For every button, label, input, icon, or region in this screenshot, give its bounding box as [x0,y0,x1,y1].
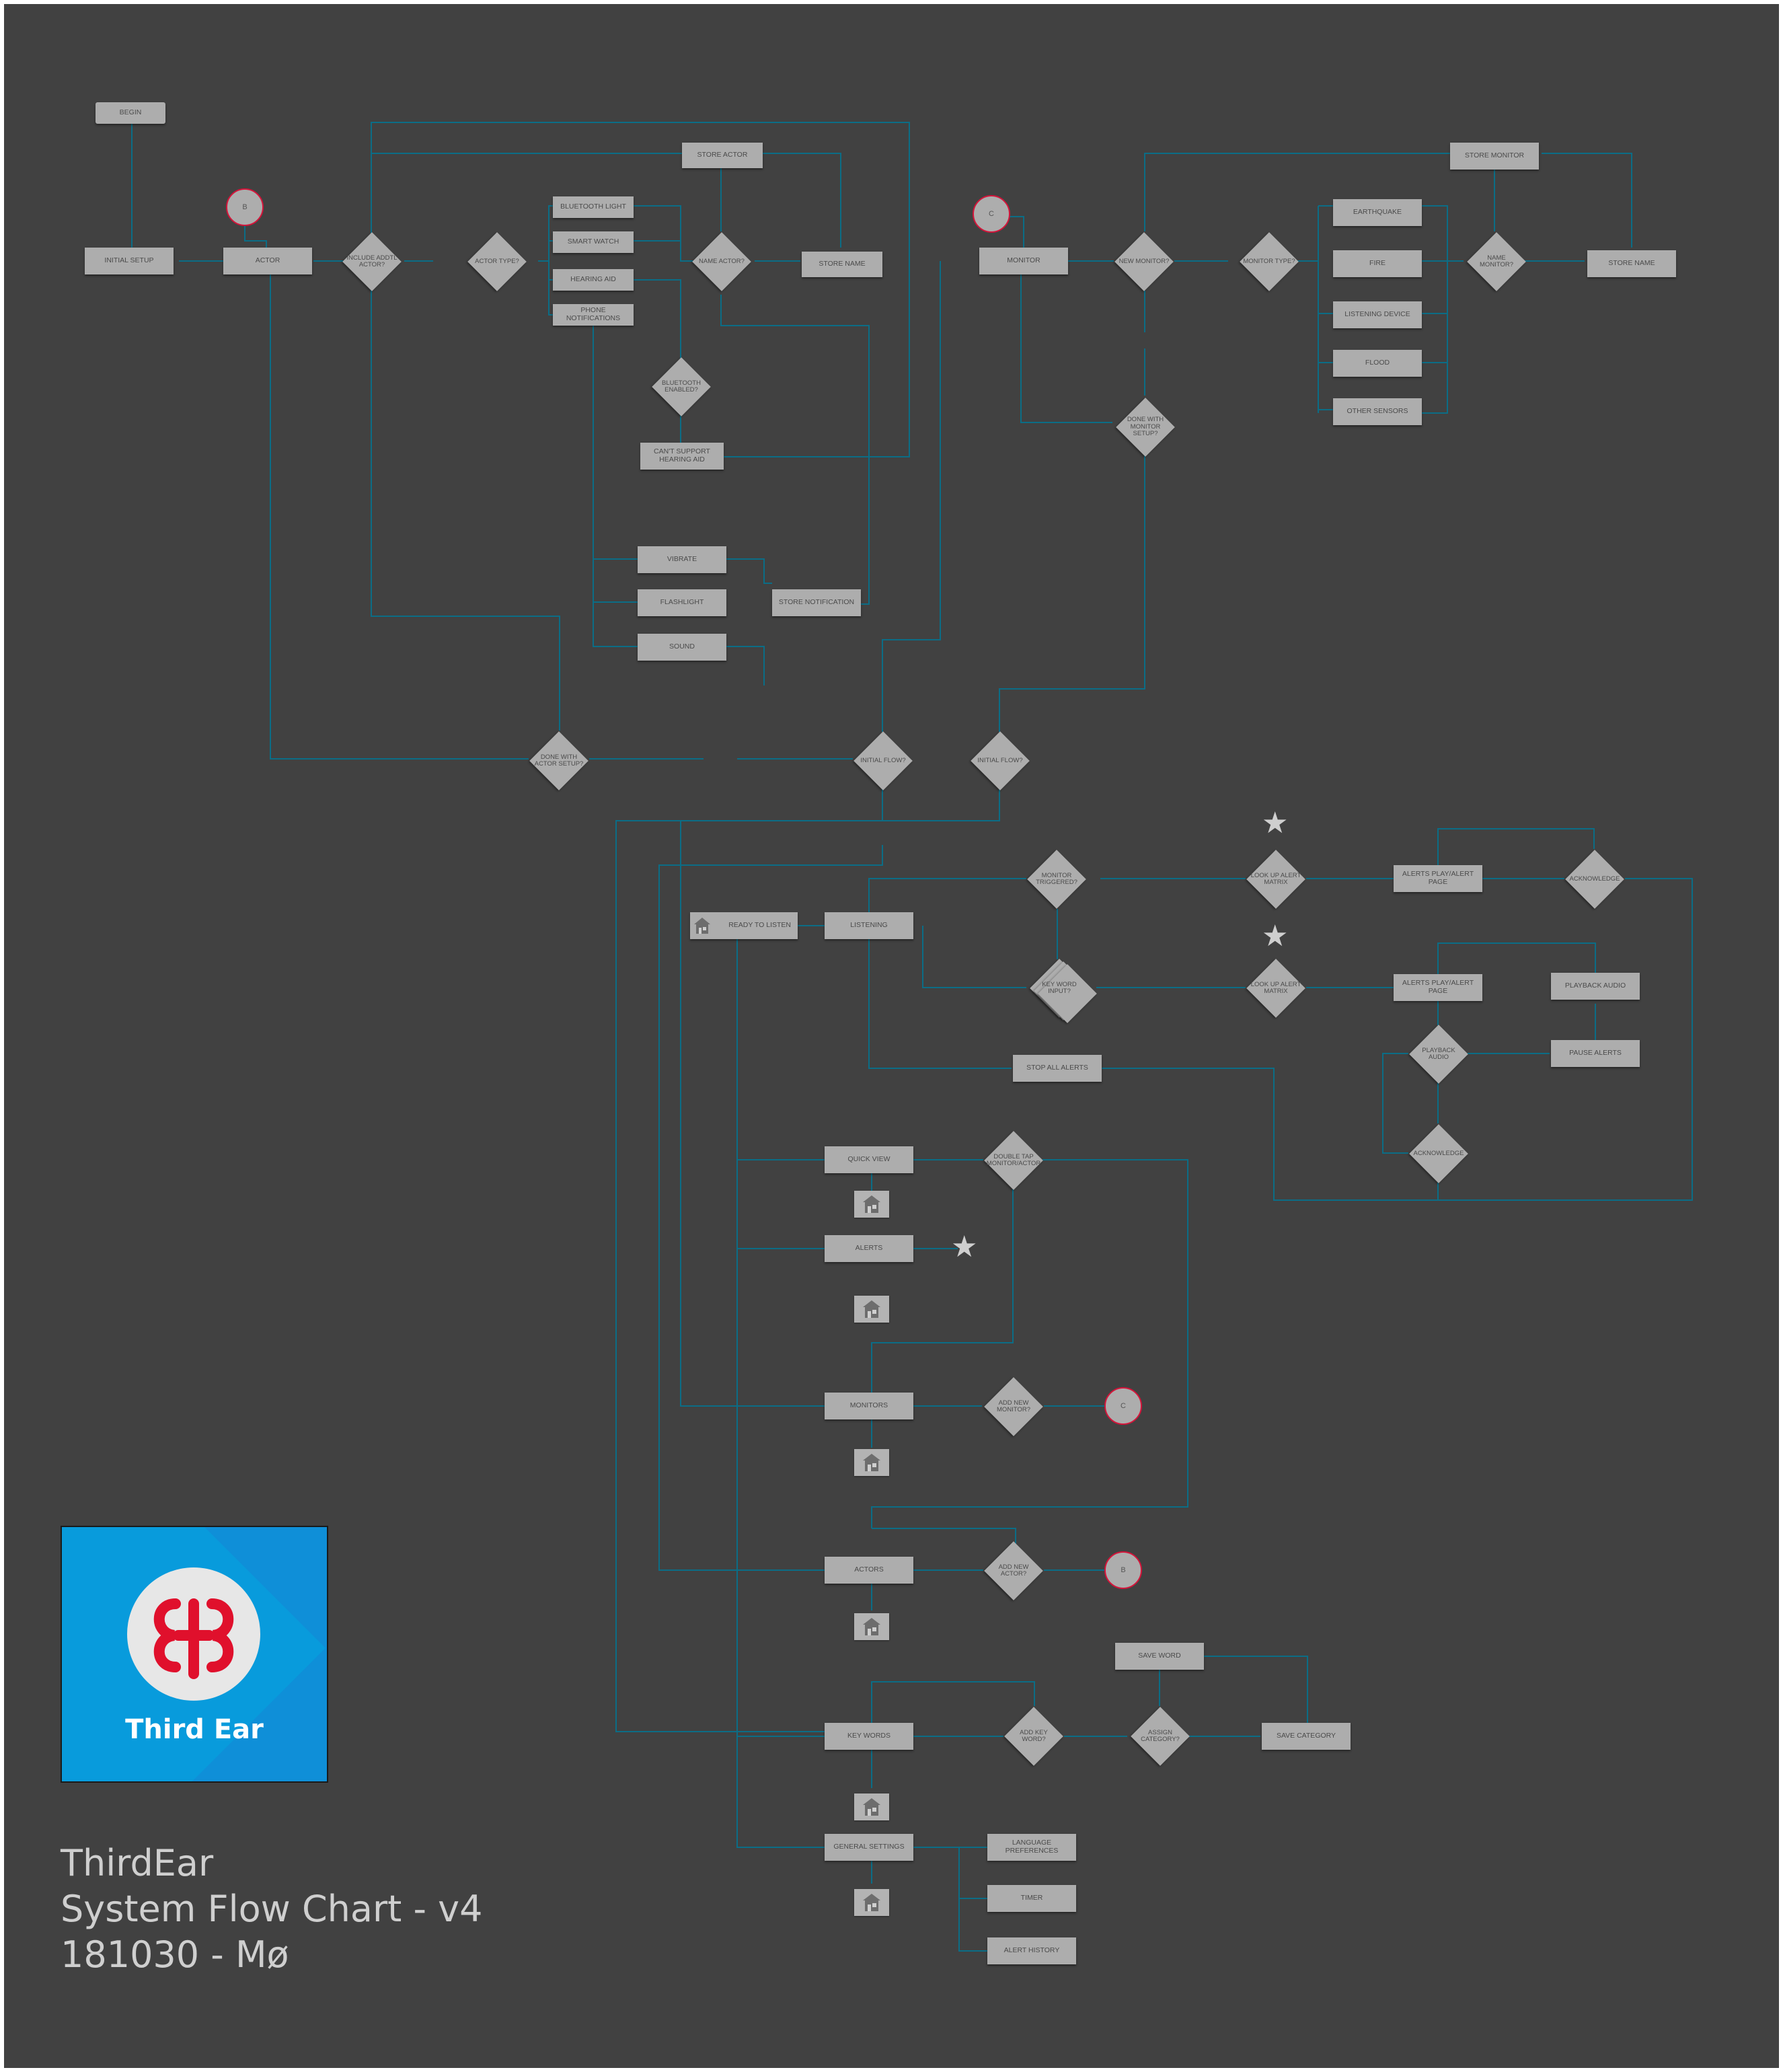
actors-node: ACTORS [825,1557,913,1584]
quick-view-node: QUICK VIEW [825,1146,913,1173]
acknowledge-decision-1: ACKNOWLEDGE [1564,849,1625,910]
ref-c-connector: C [973,195,1010,233]
add-new-monitor-decision: ADD NEW MONITOR? [983,1376,1044,1437]
home-icon [854,1296,889,1323]
initial-flow-decision-2: INITIAL FLOW? [970,731,1030,791]
initial-setup-node: INITIAL SETUP [85,248,174,274]
timer-node: TIMER [987,1885,1076,1912]
stop-all-alerts-node: STOP ALL ALERTS [1013,1055,1102,1082]
playback-audio-node: PLAYBACK AUDIO [1551,973,1640,1000]
sound-node: SOUND [638,634,726,661]
general-settings-node: GENERAL SETTINGS [825,1834,913,1861]
flashlight-node: FLASHLIGHT [638,589,726,616]
flood-node: FLOOD [1333,350,1422,377]
chart-title: ThirdEar [61,1842,214,1884]
home-icon [854,1449,889,1476]
vibrate-node: VIBRATE [638,546,726,573]
store-name-monitor-node: STORE NAME [1587,250,1676,277]
home-icon [854,1889,889,1916]
store-monitor-node: STORE MONITOR [1450,143,1539,170]
home-icon [693,915,712,936]
actor-node: ACTOR [223,248,312,274]
ref-b-connector: B [226,188,264,226]
add-key-word-decision: ADD KEY WORD? [1003,1706,1064,1767]
third-ear-logo-mark [153,1598,234,1679]
connector-lines [131,122,1693,1952]
double-tap-decision: DOUBLE TAP MONITOR/ACTOR [983,1130,1044,1191]
home-icon [854,1191,889,1218]
phone-notifications-node: PHONE NOTIFICATIONS [553,304,634,326]
home-icon [854,1613,889,1640]
look-up-alert-matrix-decision-1: LOOK UP ALERT MATRIX [1246,849,1306,910]
name-monitor-decision: NAME MONITOR? [1466,231,1527,292]
key-word-input-decision: KEY WORD INPUT? [1029,958,1097,1023]
ready-to-listen-label: READY TO LISTEN [728,921,791,930]
name-actor-decision: NAME ACTOR? [691,231,752,292]
bluetooth-enabled-decision: BLUETOOTH ENABLED? [651,357,712,417]
done-monitor-setup-decision: DONE WITH MONITOR SETUP? [1115,397,1176,457]
star-icon: ★ [951,1230,978,1263]
store-name-actor-node: STORE NAME [802,252,882,277]
include-addtl-actor-decision: INCLUDE ADDTL ACTOR? [342,231,402,292]
new-monitor-decision: NEW MONITOR? [1114,231,1174,292]
store-actor-node: STORE ACTOR [682,143,763,168]
star-icon: ★ [1262,807,1289,840]
listening-node: LISTENING [825,912,913,939]
alerts-play-page-node-1: ALERTS PLAY/ALERT PAGE [1394,865,1482,892]
ref-c-connector: C [1104,1387,1142,1425]
third-ear-logo: Third Ear [61,1526,328,1783]
monitors-node: MONITORS [825,1393,913,1419]
assign-category-decision: ASSIGN CATEGORY? [1130,1706,1190,1767]
playback-audio-decision: PLAYBACK AUDIO [1408,1024,1469,1084]
save-word-node: SAVE WORD [1115,1643,1204,1670]
home-icon [854,1793,889,1820]
alert-history-node: ALERT HISTORY [987,1937,1076,1964]
chart-subtitle: System Flow Chart - v4 [61,1888,483,1930]
alerts-play-page-node-2: ALERTS PLAY/ALERT PAGE [1394,974,1482,1001]
done-actor-setup-decision: DONE WITH ACTOR SETUP? [529,731,589,791]
ready-to-listen-node: READY TO LISTEN [690,912,798,939]
look-up-alert-matrix-decision-2: LOOK UP ALERT MATRIX [1246,958,1306,1019]
bluetooth-light-node: BLUETOOTH LIGHT [553,196,634,218]
save-category-node: SAVE CATEGORY [1262,1723,1351,1750]
monitor-node: MONITOR [979,248,1068,274]
chart-date-author: 181030 - Mø [61,1933,289,1976]
add-new-actor-decision: ADD NEW ACTOR? [983,1541,1044,1601]
star-icon: ★ [1262,920,1289,953]
initial-flow-decision-1: INITIAL FLOW? [853,731,913,791]
actor-type-decision: ACTOR TYPE? [467,231,527,292]
flow-chart-canvas: BEGIN INITIAL SETUP B ACTOR INCLUDE ADDT… [4,4,1779,2068]
store-notification-node: STORE NOTIFICATION [772,589,861,616]
key-words-node: KEY WORDS [825,1723,913,1750]
monitor-type-decision: MONITOR TYPE? [1239,231,1299,292]
language-preferences-node: LANGUAGE PREFERENCES [987,1834,1076,1861]
smart-watch-node: SMART WATCH [553,231,634,253]
alerts-node: ALERTS [825,1235,913,1262]
pause-alerts-node: PAUSE ALERTS [1551,1040,1640,1067]
begin-node: BEGIN [96,102,165,124]
cant-support-node: CAN'T SUPPORT HEARING AID [640,443,724,470]
listening-device-node: LISTENING DEVICE [1333,301,1422,328]
hearing-aid-node: HEARING AID [553,269,634,291]
logo-text: Third Ear [125,1714,264,1745]
ref-b-connector: B [1104,1551,1142,1589]
earthquake-node: EARTHQUAKE [1333,199,1422,226]
fire-node: FIRE [1333,250,1422,277]
monitor-triggered-decision: MONITOR TRIGGERED? [1026,849,1087,910]
acknowledge-decision-2: ACKNOWLEDGE [1408,1123,1469,1184]
other-sensors-node: OTHER SENSORS [1333,398,1422,425]
